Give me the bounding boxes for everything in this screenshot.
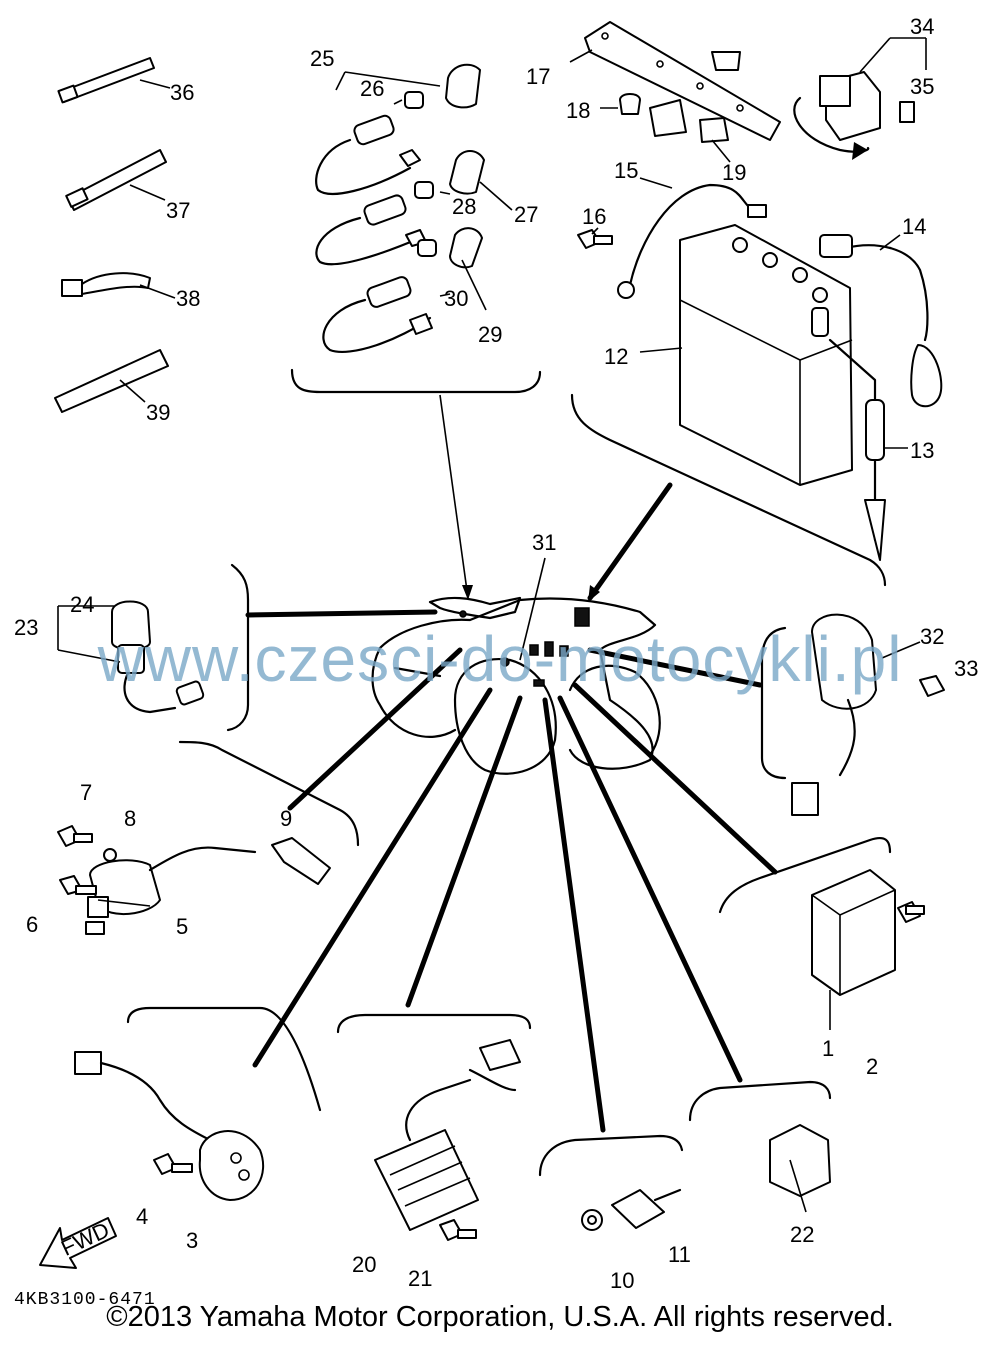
switch-11 — [581, 1188, 682, 1231]
sensors-25-30 — [315, 63, 513, 354]
label-35: 35 — [910, 74, 934, 99]
relay-34 — [793, 37, 927, 160]
vent-hose-13 — [828, 338, 908, 561]
label-5: 5 — [176, 914, 188, 939]
label-10: 10 — [610, 1268, 634, 1293]
label-39: 39 — [146, 400, 170, 425]
label-1: 1 — [822, 1036, 834, 1061]
label-21: 21 — [408, 1266, 432, 1291]
label-18: 18 — [566, 98, 590, 123]
label-13: 13 — [910, 438, 934, 463]
label-24: 24 — [70, 592, 94, 617]
label-25: 25 — [310, 46, 334, 71]
label-34: 34 — [910, 14, 934, 39]
label-16: 16 — [582, 204, 606, 229]
label-31: 31 — [532, 530, 556, 555]
label-22: 22 — [790, 1222, 814, 1247]
diagram-code: 4KB3100-6471 — [14, 1290, 156, 1310]
label-6: 6 — [26, 912, 38, 937]
rectifier-20 — [374, 1039, 521, 1241]
band-37 — [65, 149, 167, 211]
label-37: 37 — [166, 198, 190, 223]
label-4: 4 — [136, 1204, 148, 1229]
part-number-labels: 1 2 3 4 5 6 7 8 9 10 11 12 13 14 15 16 1… — [14, 14, 978, 1293]
leader-lines — [245, 394, 778, 1133]
fwd-arrow-icon: FWD — [39, 1217, 117, 1269]
label-11: 11 — [668, 1242, 691, 1267]
label-30: 30 — [444, 286, 468, 311]
label-38: 38 — [176, 286, 200, 311]
pickup-3 — [74, 1051, 265, 1201]
label-14: 14 — [902, 214, 926, 239]
vehicle-outline — [371, 596, 661, 775]
label-26: 26 — [360, 76, 384, 101]
watermark-text: www.czesci-do-motocykli.pl — [97, 623, 903, 695]
label-32: 32 — [920, 624, 944, 649]
clamp-39 — [54, 349, 169, 413]
label-36: 36 — [170, 80, 194, 105]
label-15: 15 — [614, 158, 638, 183]
lead-14 — [819, 234, 943, 408]
label-3: 3 — [186, 1228, 198, 1253]
switch-23 — [57, 600, 205, 714]
label-2: 2 — [866, 1054, 878, 1079]
fwd-label: FWD — [57, 1217, 113, 1261]
group-brackets — [126, 368, 892, 1177]
band-36 — [57, 57, 171, 104]
label-7: 7 — [80, 780, 92, 805]
battery-12 — [639, 224, 853, 486]
bracket-17 — [569, 21, 781, 163]
label-27: 27 — [514, 202, 538, 227]
part-22 — [769, 1124, 831, 1213]
label-17: 17 — [526, 64, 550, 89]
coil-5 — [57, 825, 331, 935]
unit-32 — [791, 613, 945, 816]
label-29: 29 — [478, 322, 502, 347]
label-19: 19 — [722, 160, 746, 185]
label-23: 23 — [14, 615, 38, 640]
label-28: 28 — [452, 194, 476, 219]
bolt-16 — [577, 227, 613, 249]
label-12: 12 — [604, 344, 628, 369]
cable-15 — [617, 177, 767, 299]
clamp-38 — [61, 272, 176, 299]
label-8: 8 — [124, 806, 136, 831]
copyright-notice: ©2013 Yamaha Motor Corporation, U.S.A. A… — [106, 1301, 894, 1333]
label-20: 20 — [352, 1252, 376, 1277]
cdi-1 — [811, 869, 925, 1030]
label-9: 9 — [280, 806, 292, 831]
label-33: 33 — [954, 656, 978, 681]
